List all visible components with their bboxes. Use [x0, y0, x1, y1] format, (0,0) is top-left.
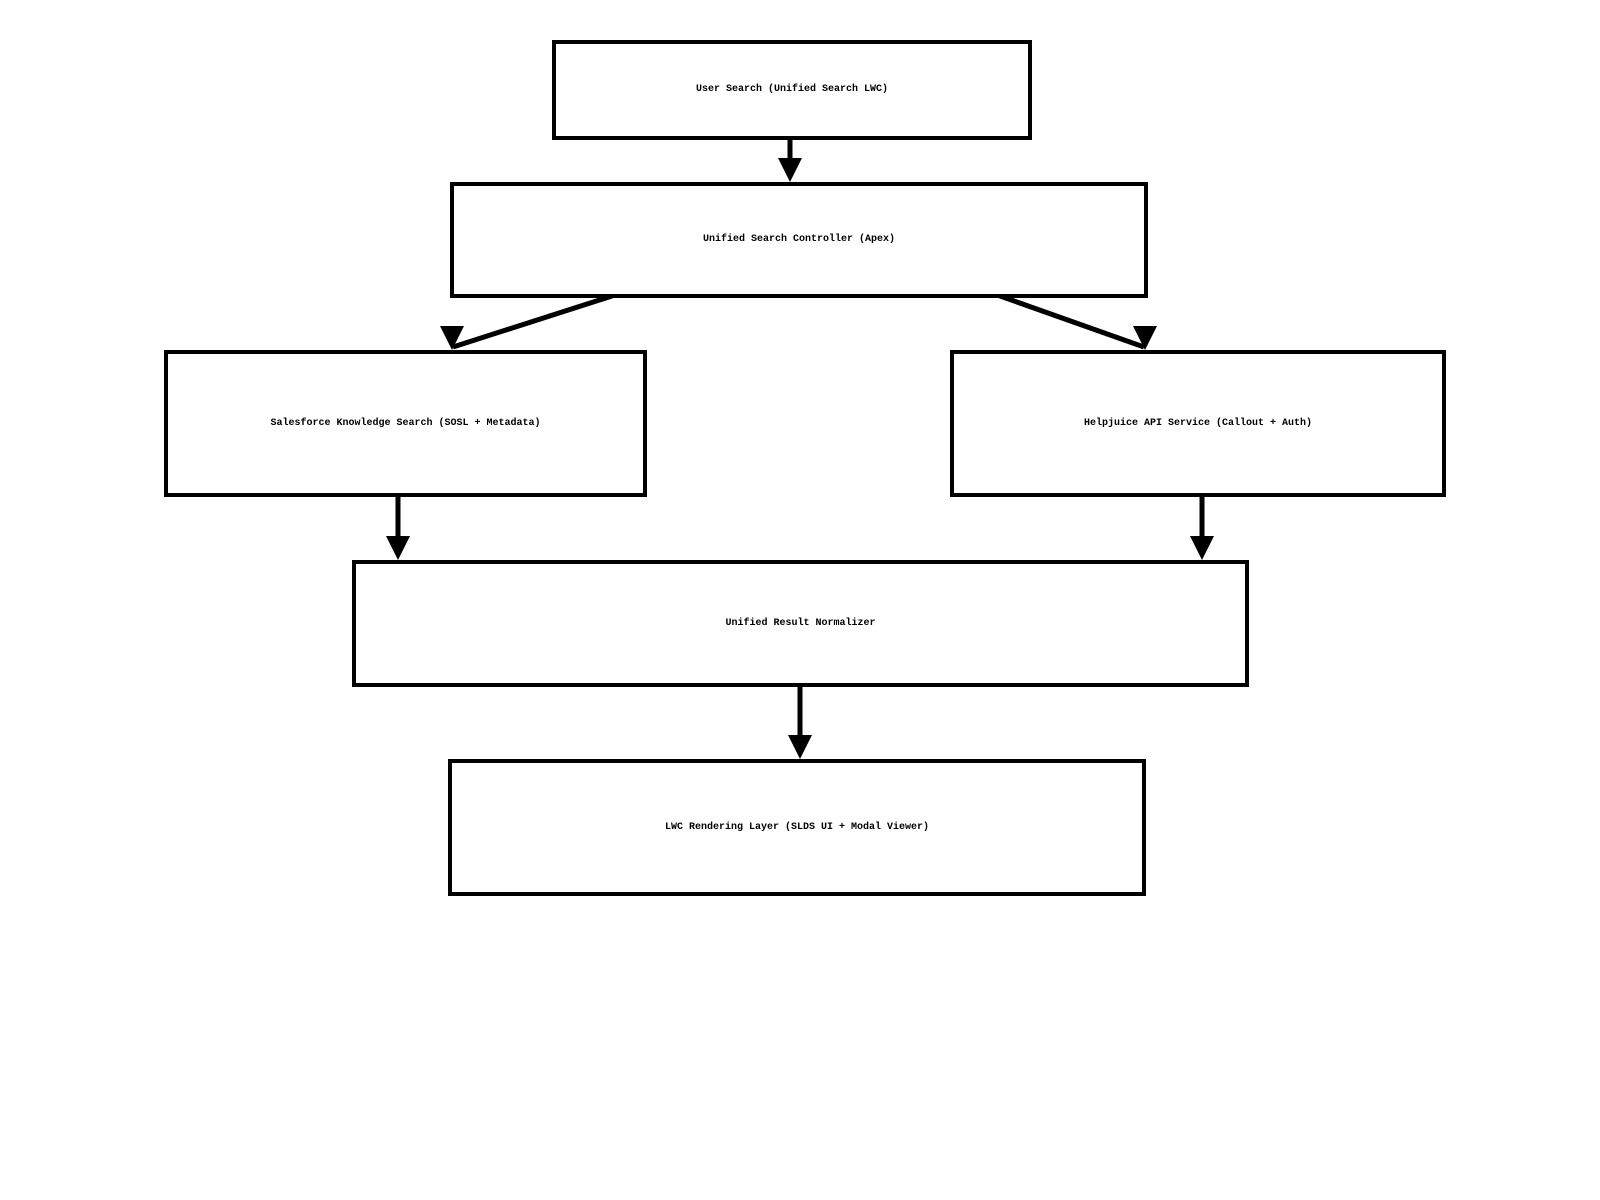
arrowhead-icon [1190, 536, 1214, 560]
node-rendering-layer: LWC Rendering Layer (SLDS UI + Modal Vie… [448, 759, 1146, 896]
node-label: Unified Result Normalizer [725, 617, 876, 629]
arrowhead-icon [778, 158, 802, 182]
node-label: LWC Rendering Layer (SLDS UI + Modal Vie… [664, 821, 930, 833]
node-label: Helpjuice API Service (Callout + Auth) [1083, 417, 1313, 429]
node-user-search: User Search (Unified Search LWC) [552, 40, 1032, 140]
node-label: Unified Search Controller (Apex) [702, 234, 896, 245]
edge-line [452, 293, 613, 350]
arrowhead-icon [386, 536, 410, 560]
node-search-controller: Unified Search Controller (Apex) [450, 182, 1148, 298]
arrowhead-icon [1133, 326, 1157, 350]
edge-user-search-to-controller [778, 140, 802, 182]
node-result-normalizer: Unified Result Normalizer [352, 560, 1249, 687]
arrowhead-icon [788, 735, 812, 759]
edge-knowledge-search-to-normalizer [386, 495, 410, 560]
node-knowledge-search: Salesforce Knowledge Search (SOSL + Meta… [164, 350, 647, 497]
node-label: Salesforce Knowledge Search (SOSL + Meta… [270, 417, 541, 429]
edge-helpjuice-api-to-normalizer [1190, 495, 1214, 560]
edge-controller-to-knowledge-search [440, 293, 613, 350]
node-helpjuice-api: Helpjuice API Service (Callout + Auth) [950, 350, 1446, 497]
edge-normalizer-to-rendering-layer [788, 685, 812, 759]
arrowhead-icon [440, 326, 464, 350]
node-label: User Search (Unified Search LWC) [695, 84, 889, 95]
edge-controller-to-helpjuice-api [999, 293, 1157, 350]
edge-line [999, 293, 1145, 350]
